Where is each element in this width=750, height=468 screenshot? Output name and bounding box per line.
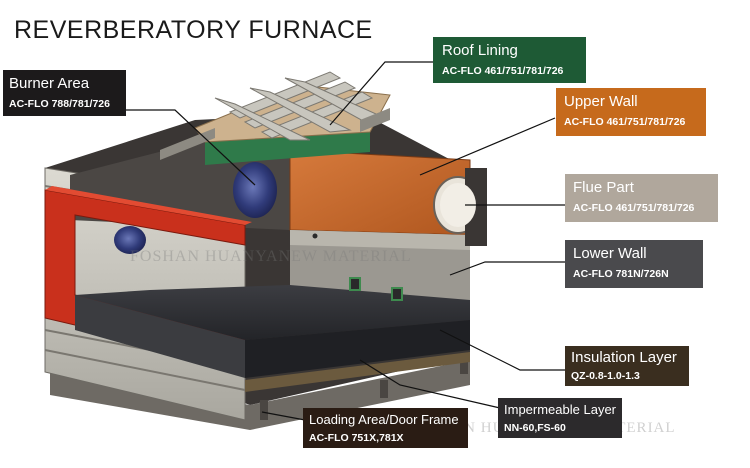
upper-wall-label: Upper Wall AC-FLO 461/751/781/726 — [556, 88, 706, 136]
burner-area-code: AC-FLO 788/781/726 — [9, 98, 110, 110]
furnace-floor — [75, 285, 470, 340]
roof-lining-label: Roof Lining AC-FLO 461/751/781/726 — [433, 37, 586, 83]
lower-wall-shade — [290, 230, 470, 250]
roof-beams — [214, 71, 387, 141]
upper-wall-name: Upper Wall — [564, 93, 638, 110]
leader-lines — [125, 61, 570, 421]
impermeable-layer-code: NN-60,FS-60 — [504, 422, 566, 434]
loading-area-label: Loading Area/Door Frame AC-FLO 751X,781X — [303, 408, 468, 448]
vent-2 — [391, 287, 403, 301]
loading-area-code: AC-FLO 751X,781X — [309, 432, 404, 444]
burner-area-label: Burner Area AC-FLO 788/781/726 — [3, 70, 126, 116]
support-legs — [260, 358, 468, 420]
impermeable-base — [245, 352, 470, 392]
burner-back — [233, 162, 277, 218]
watermark-text: FOSHAN HUANYANEW MATERIAL — [130, 248, 412, 265]
burner-area-name: Burner Area — [9, 75, 90, 92]
insulation-layer-code: QZ-0.8-1.0-1.3 — [571, 370, 640, 382]
impermeable-layer-name: Impermeable Layer — [504, 402, 616, 417]
roof-lining-name: Roof Lining — [442, 42, 518, 59]
flue-part-label: Flue Part AC-FLO 461/751/781/726 — [565, 174, 718, 222]
flue-part-code: AC-FLO 461/751/781/726 — [573, 202, 695, 214]
roof-lining-code: AC-FLO 461/751/781/726 — [442, 65, 564, 77]
furnace-base-shadow — [50, 360, 470, 430]
lower-wall-name: Lower Wall — [573, 245, 647, 262]
vent-1 — [349, 277, 361, 291]
upper-wall-code: AC-FLO 461/751/781/726 — [564, 116, 686, 128]
insulation-layer-label: Insulation Layer QZ-0.8-1.0-1.3 — [565, 346, 689, 386]
insulation-layer-name: Insulation Layer — [571, 349, 677, 366]
loading-area-name: Loading Area/Door Frame — [309, 412, 459, 427]
lower-wall-code: AC-FLO 781N/726N — [573, 268, 669, 280]
burner-left — [114, 226, 146, 254]
impermeable-layer-label: Impermeable Layer NN-60,FS-60 — [498, 398, 622, 438]
diagram-title: REVERBERATORY FURNACE — [14, 16, 373, 44]
lower-wall-label: Lower Wall AC-FLO 781N/726N — [565, 240, 703, 288]
flue-part-name: Flue Part — [573, 179, 634, 196]
